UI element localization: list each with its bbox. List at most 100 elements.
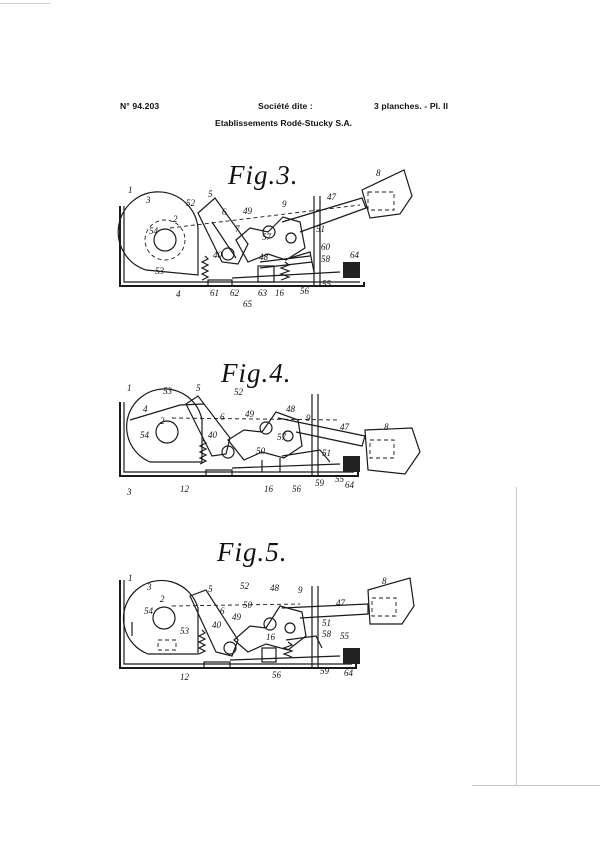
- reference-numeral: 58: [321, 254, 331, 264]
- reference-numeral: 48: [286, 404, 296, 414]
- reference-numeral: 54: [149, 226, 159, 236]
- reference-numeral: 60: [321, 242, 331, 252]
- reference-numeral: 54: [144, 606, 154, 616]
- figure-4-levers: [171, 395, 421, 475]
- figure-5-springs-blocks: [197, 629, 360, 669]
- reference-numeral: 6: [222, 207, 227, 217]
- reference-numeral: 50: [243, 600, 253, 610]
- reference-numeral: 63: [258, 288, 268, 298]
- reference-numeral: 49: [232, 612, 242, 622]
- reference-numeral: 53: [155, 266, 165, 276]
- reference-numeral: 58: [322, 629, 332, 639]
- reference-numeral: 47: [336, 598, 346, 608]
- plate-count: 3 planches. - Pl. II: [374, 101, 449, 111]
- reference-numeral: 53: [180, 626, 190, 636]
- reference-numeral: 8: [384, 422, 389, 432]
- reference-numeral: 48: [270, 583, 280, 593]
- reference-numeral: 16: [264, 484, 274, 494]
- company-designation: Société dite :: [258, 101, 313, 111]
- figure-5-cam: [122, 579, 199, 655]
- reference-numeral: 55: [335, 474, 345, 484]
- reference-numeral: 56: [272, 670, 282, 680]
- reference-numeral: 4: [176, 289, 181, 299]
- reference-numeral: 1: [128, 573, 133, 583]
- reference-numeral: 5: [208, 584, 213, 594]
- reference-numeral: 9: [306, 413, 311, 423]
- scan-edge-top: [0, 3, 50, 4]
- reference-numeral: 5: [196, 383, 201, 393]
- reference-numeral: 52: [186, 198, 196, 208]
- reference-numeral: 2: [160, 416, 165, 426]
- reference-numeral: 12: [180, 672, 190, 682]
- reference-numeral: 47: [340, 422, 350, 432]
- reference-numeral: 57: [262, 232, 272, 242]
- reference-numeral: 50: [256, 446, 266, 456]
- reference-numeral: 2: [173, 214, 178, 224]
- reference-numeral: 9: [298, 585, 303, 595]
- figure-5-levers: [171, 577, 415, 657]
- reference-numeral: 54: [140, 430, 150, 440]
- patent-number: N° 94.203: [120, 101, 160, 111]
- reference-numeral: 59: [320, 666, 330, 676]
- reference-numeral: 64: [344, 668, 354, 678]
- reference-numeral: 3: [126, 487, 132, 497]
- reference-numeral: 3: [145, 195, 151, 205]
- reference-numeral: 16: [275, 288, 285, 298]
- reference-numeral: 51: [322, 618, 331, 628]
- reference-numeral: 57: [277, 432, 287, 442]
- figure-5-title: Fig.5.: [217, 537, 288, 567]
- reference-numeral: 7: [235, 224, 240, 234]
- reference-numeral: 52: [234, 387, 244, 397]
- reference-numeral: 40: [208, 430, 218, 440]
- company-name: Etablissements Rodé-Stucky S.A.: [215, 118, 353, 128]
- reference-numeral: 64: [350, 250, 360, 260]
- figure-3-levers: [169, 169, 413, 273]
- reference-numeral: 55: [340, 631, 350, 641]
- reference-numeral: 8: [382, 576, 387, 586]
- reference-numeral: 56: [300, 286, 310, 296]
- figure-4-title: Fig.4.: [221, 358, 292, 388]
- reference-numeral: 59: [315, 478, 325, 488]
- figure-3-springs-blocks: [200, 255, 360, 287]
- reference-numeral: 53: [163, 386, 173, 396]
- reference-numeral: 49: [245, 409, 255, 419]
- figure-4-frame: [119, 394, 359, 477]
- reference-numeral: 52: [240, 581, 250, 591]
- reference-numeral: 61: [210, 288, 219, 298]
- figure-3-cam: [117, 191, 199, 276]
- reference-numeral: 16: [266, 632, 276, 642]
- reference-numeral: 51: [316, 224, 325, 234]
- figure-3-reference-numerals: 1 3 2 54 53 52 5 6 7 40 49 9 57 51 60 58…: [128, 168, 381, 309]
- figure-4-springs-blocks: [198, 439, 360, 477]
- reference-numeral: 4: [143, 404, 148, 414]
- reference-numeral: 64: [345, 480, 355, 490]
- reference-numeral: 6: [220, 412, 225, 422]
- reference-numeral: 51: [322, 448, 331, 458]
- reference-numeral: 56: [292, 484, 302, 494]
- reference-numeral: 3: [146, 582, 152, 592]
- figure-5-reference-numerals: 1 3 5 52 48 9 47 8 2 54 50 49 6 40 53 51…: [128, 573, 387, 682]
- reference-numeral: 12: [180, 484, 190, 494]
- figure-4-cam: [126, 388, 205, 463]
- figure-4-reference-numerals: 1 53 5 52 48 49 6 9 47 8 4 2 54 40 50 57…: [126, 383, 389, 497]
- reference-numeral: 48: [259, 252, 269, 262]
- figure-5-frame: [119, 580, 357, 669]
- reference-numeral: 6: [220, 606, 225, 616]
- figure-3-title: Fig.3.: [228, 160, 299, 190]
- reference-numeral: 65: [243, 299, 253, 309]
- reference-numeral: 49: [243, 206, 253, 216]
- reference-numeral: 2: [160, 594, 165, 604]
- reference-numeral: 40: [212, 620, 222, 630]
- reference-numeral: 55: [322, 279, 332, 289]
- reference-numeral: 1: [127, 383, 132, 393]
- reference-numeral: 40: [213, 250, 223, 260]
- reference-numeral: 5: [208, 189, 213, 199]
- reference-numeral: 8: [376, 168, 381, 178]
- reference-numeral: 62: [230, 288, 240, 298]
- reference-numeral: 1: [128, 185, 133, 195]
- reference-numeral: 9: [282, 199, 287, 209]
- scan-edge-right: [516, 487, 517, 785]
